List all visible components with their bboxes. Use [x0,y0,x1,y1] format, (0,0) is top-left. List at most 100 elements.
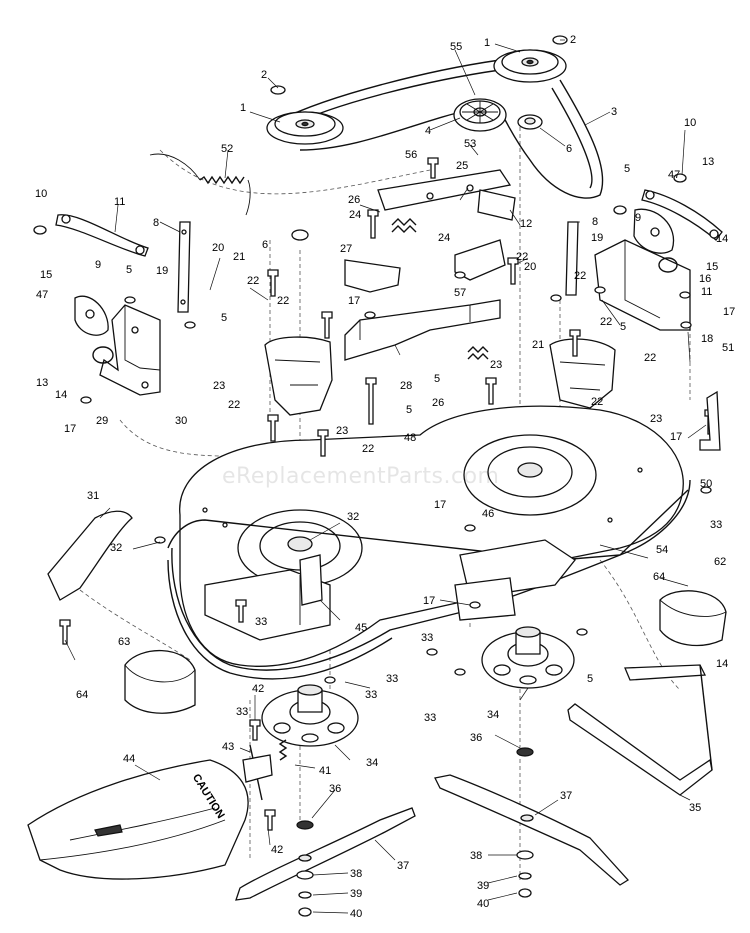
callout-c3: 1 [484,37,491,49]
hardware-bolts [59,157,716,831]
callout-c94: 42 [252,683,265,695]
callout-c86: 33 [421,632,434,644]
callout-c70: 22 [591,396,604,408]
left-bracket [99,304,161,396]
right-pulley-cover [659,590,727,647]
callout-c89: 64 [76,689,89,701]
callout-c106: 37 [397,860,410,872]
callout-c10: 52 [221,143,234,155]
callout-c100: 34 [366,757,379,769]
callout-c52: 22 [600,316,613,328]
callout-c80: 54 [656,544,669,556]
callout-c71: 17 [670,431,683,443]
callout-c15: 13 [702,156,715,168]
left-blade-guard [264,336,333,416]
small-pulley-6 [517,114,543,130]
left-blade-hardware [296,820,314,917]
callout-c82: 64 [653,571,666,583]
left-blade [235,807,416,901]
callout-c43: 22 [574,270,587,282]
callout-c20: 24 [349,209,362,221]
callout-c91: 5 [587,673,594,685]
callout-c6: 3 [611,106,618,118]
callout-c61: 17 [64,423,77,435]
callout-c25: 8 [592,216,599,228]
callout-c96: 33 [236,706,249,718]
left-spindle-housing [261,684,359,747]
chute-pivot-rod [242,744,273,801]
callout-c1: 1 [240,102,247,114]
idler-spring [149,153,251,216]
callout-c92: 33 [365,689,378,701]
chute-spring [278,739,288,761]
callout-c101: 41 [319,765,332,777]
callout-c16: 5 [624,163,631,175]
right-side-angle-bracket [699,390,721,451]
discharge-chute [27,759,249,880]
left-deck-bracket [47,510,133,601]
callout-c102: 35 [689,802,702,814]
callout-c66: 23 [336,425,349,437]
callout-c69: 48 [404,432,417,444]
callout-c53: 51 [722,342,735,354]
callout-c42: 47 [36,289,49,301]
callout-c72: 22 [362,443,375,455]
callout-c95: 34 [487,709,500,721]
right-pivot-plate [633,208,675,254]
callout-c24: 24 [438,232,451,244]
callout-c112: 40 [477,898,490,910]
callout-c49: 5 [620,321,627,333]
callout-c104: 37 [560,790,573,802]
callout-c109: 39 [350,888,363,900]
callout-c32: 21 [233,251,246,263]
left-strap [177,221,191,313]
callout-c68: 23 [650,413,663,425]
right-spring [658,257,678,273]
callout-c22: 6 [262,239,269,251]
callout-c97: 43 [222,741,235,753]
callout-c105: 42 [271,844,284,856]
callout-c23: 12 [520,218,533,230]
callout-c30: 19 [156,265,169,277]
left-pulley-cover [124,649,196,714]
callout-c7: 4 [425,125,432,137]
callout-c28: 20 [212,242,225,254]
callout-c88: 14 [716,658,729,670]
callout-c38: 15 [706,261,719,273]
callout-c110: 39 [477,880,490,892]
callout-c29: 27 [340,243,353,255]
discharge-deflector-mount [204,554,331,641]
right-blade-hardware [516,747,534,898]
callout-c34: 5 [126,264,133,276]
front-bar [567,664,713,796]
callout-c64: 26 [432,397,445,409]
left-spindle-pulley [266,111,344,145]
right-spindle-pulley [493,49,567,83]
right-blade [434,774,630,886]
callout-c2: 2 [261,69,268,81]
callout-c46: 17 [348,295,361,307]
idler-pulley [453,98,507,132]
deck-baffle [344,299,501,361]
callout-c83: 33 [255,616,268,628]
callout-c79: 32 [110,542,123,554]
callout-c81: 62 [714,556,727,568]
callout-c26: 9 [95,259,102,271]
callout-c54: 13 [36,377,49,389]
callout-c67: 5 [406,404,413,416]
callout-c60: 5 [434,373,441,385]
callout-c19: 26 [348,194,361,206]
callout-c40: 11 [701,286,713,298]
hardware-nuts [33,35,712,684]
left-pivot-plate [74,295,109,336]
callout-c90: 33 [386,673,399,685]
callout-c18: 11 [114,196,126,208]
callout-c73: 50 [700,478,713,490]
callout-c44: 57 [454,287,467,299]
callout-c74: 31 [87,490,100,502]
callout-c55: 14 [55,389,68,401]
callout-c37: 16 [699,273,712,285]
